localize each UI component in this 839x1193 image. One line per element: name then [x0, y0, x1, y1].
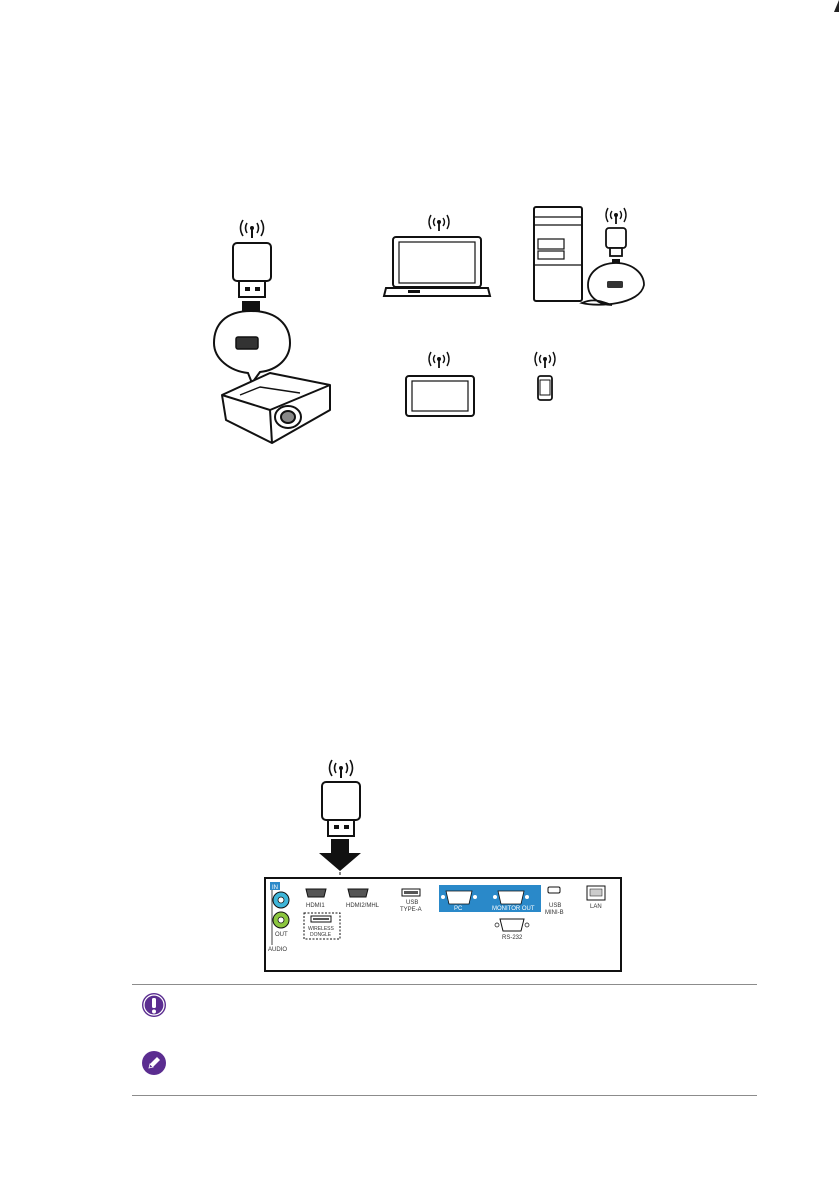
hdmi1-label: HDMI1: [306, 903, 325, 909]
usb-mini-label-1: USB: [549, 903, 561, 909]
wifi-signal-icon: [241, 220, 264, 238]
usb-mini-label-2: MINI-B: [545, 910, 564, 916]
hdmi2-label: HDMI2/MHL: [346, 903, 380, 909]
desktop-tower-drawing: [534, 207, 582, 301]
pc-label: PC: [454, 906, 463, 912]
usb-port-callout: [214, 311, 290, 383]
usb-a-label-2: TYPE-A: [400, 907, 422, 913]
pencil-icon: [141, 1050, 167, 1076]
wireless-dongle: [606, 228, 626, 256]
projector-drawing: [222, 373, 330, 443]
laptop-drawing: [384, 237, 490, 296]
tablet-drawing: [406, 376, 474, 416]
wifi-signal-icon: [429, 352, 449, 368]
wireless-dongle: [233, 243, 271, 297]
usb-port-callout: [582, 263, 644, 305]
page-edge-mark: [831, 0, 839, 12]
wireless-dongle-label-2: DONGLE: [310, 932, 332, 938]
monitor-out-label: MONITOR OUT: [492, 906, 535, 912]
usb-a-label-1: USB: [406, 900, 418, 906]
audio-in-label: IN: [272, 885, 278, 891]
smartphone-drawing: [538, 376, 552, 400]
exclamation-icon: [141, 992, 167, 1018]
down-arrow-icon: [319, 839, 361, 871]
audio-label: AUDIO: [268, 947, 287, 953]
wifi-signal-icon: [429, 215, 449, 231]
wifi-signal-icon: [606, 208, 626, 224]
audio-out-label: OUT: [275, 932, 288, 938]
rear-panel-illustration: IN OUT AUDIO HDMI1 WIRELESS DONGLE HDMI2…: [260, 755, 635, 975]
wireless-setup-illustration: [200, 195, 660, 455]
wifi-signal-icon: [330, 760, 353, 778]
notes-bottom-rule: [132, 1095, 757, 1096]
notes-top-rule: [132, 984, 757, 985]
rs232-label: RS-232: [502, 935, 523, 941]
lan-label: LAN: [590, 904, 602, 910]
wifi-signal-icon: [535, 352, 555, 368]
wireless-dongle: [322, 782, 360, 836]
